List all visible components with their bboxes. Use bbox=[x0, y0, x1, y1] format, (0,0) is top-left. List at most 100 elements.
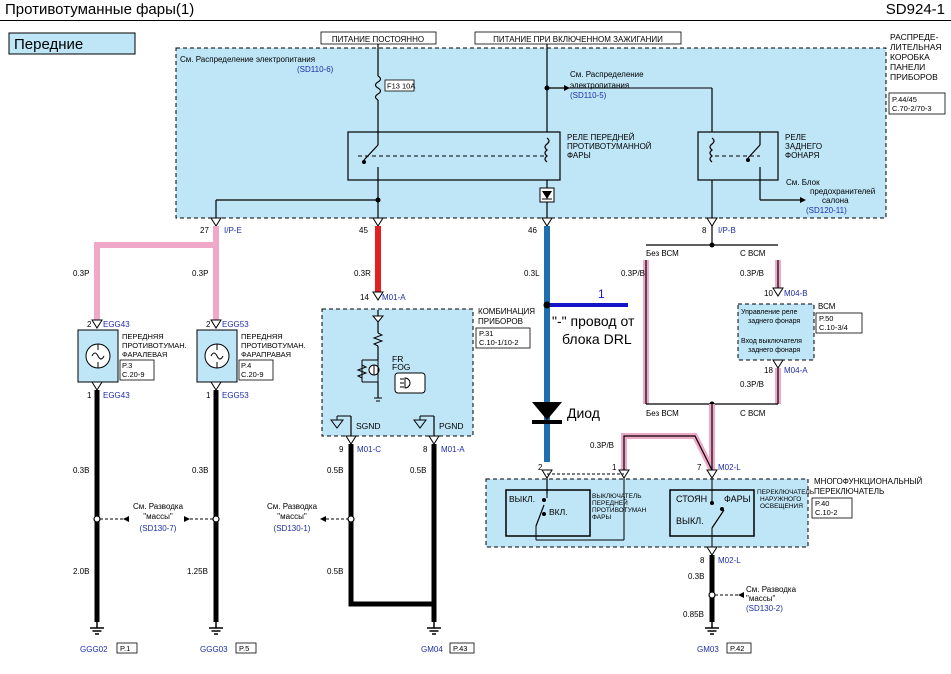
front-relay-label-1: РЕЛЕ ПЕРЕДНЕЙ bbox=[567, 133, 635, 142]
left-fog-lamp bbox=[77, 329, 119, 383]
bcm-module bbox=[737, 303, 815, 361]
light-sw-off: ВЫКЛ. bbox=[676, 516, 704, 526]
gnd-ggg02: GGG02 bbox=[80, 645, 108, 654]
wire-03p-a: 0.3P bbox=[73, 269, 89, 278]
wire-03b-a: 0.3B bbox=[73, 466, 89, 475]
svg-text:ОСВЕЩЕНИЯ: ОСВЕЩЕНИЯ bbox=[760, 503, 803, 510]
pin-e2b: 2 bbox=[206, 320, 211, 329]
see-power-b-code: (SD110-5) bbox=[570, 91, 607, 100]
pin-8b: 8 bbox=[423, 445, 428, 454]
cluster-pgnd: PGND bbox=[439, 421, 464, 431]
gnd-see-3: См. Разводка bbox=[267, 502, 318, 511]
wire-03pb-c: 0.3P/B bbox=[740, 380, 764, 389]
wire-05b-c: 0.5B bbox=[327, 567, 343, 576]
ip-box-ref1: P.44/45 bbox=[892, 95, 917, 104]
front-fog-switch bbox=[505, 489, 591, 537]
pin-9: 9 bbox=[339, 445, 344, 454]
gnd-gm03: GM03 bbox=[697, 645, 719, 654]
annot-num: 1 bbox=[598, 287, 605, 301]
pin-27: 27 bbox=[200, 226, 209, 235]
constant-power-label: ПИТАНИЕ ПОСТОЯННО bbox=[332, 35, 424, 44]
fuse-block-1: См. Блок bbox=[786, 178, 820, 187]
branch-no-bcm-top: Без ВСМ bbox=[646, 249, 679, 258]
header-bar: Противотуманные фары(1) SD924-1 bbox=[0, 0, 951, 21]
wire-20b: 2.0B bbox=[73, 567, 89, 576]
wire-03p-b: 0.3P bbox=[192, 269, 208, 278]
svg-text:ПЕРЕДНЕЙ: ПЕРЕДНЕЙ bbox=[592, 498, 628, 507]
pin-45: 45 bbox=[359, 226, 368, 235]
pin-e2a: 2 bbox=[87, 320, 92, 329]
section-label: Передние bbox=[14, 36, 83, 53]
wire-03b-c: 0.3B bbox=[688, 572, 704, 581]
right-lamp-name-2: ПРОТИВОТУМАН. bbox=[241, 341, 306, 350]
wire-03pb-b: 0.3P/B bbox=[740, 269, 764, 278]
fuse-icon bbox=[374, 75, 382, 101]
bcm-in-1: Вход выключателя bbox=[741, 338, 802, 345]
cluster-name-2: ПРИБОРОВ bbox=[478, 317, 523, 326]
fuse-block-code: (SD120-11) bbox=[806, 206, 847, 215]
gnd-see-6: "массы" bbox=[746, 594, 776, 603]
instrument-cluster bbox=[321, 308, 474, 437]
ground-icon bbox=[89, 621, 105, 635]
resistor-icon bbox=[372, 332, 384, 347]
fuse-block-3: салона bbox=[822, 196, 849, 205]
multi-name-2: ПЕРЕКЛЮЧАТЕЛЬ bbox=[814, 487, 884, 496]
conn-egg53-b: EGG53 bbox=[222, 391, 249, 400]
multi-ref1: P.40 bbox=[815, 499, 829, 508]
svg-text:ПЕРЕКЛЮЧАТЕЛЬ: ПЕРЕКЛЮЧАТЕЛЬ bbox=[757, 489, 814, 496]
wire-03r: 0.3R bbox=[354, 269, 371, 278]
front-relay-label-3: ФАРЫ bbox=[567, 151, 591, 160]
right-lamp-ref2: С.20-9 bbox=[241, 370, 264, 379]
cluster-fr: FR bbox=[392, 354, 403, 364]
bcm-ref2: С.10-3/4 bbox=[819, 323, 848, 332]
conn-egg53-a: EGG53 bbox=[222, 320, 249, 329]
cluster-sgnd: SGND bbox=[356, 421, 381, 431]
pin-8c: 8 bbox=[700, 556, 705, 565]
ground-icon bbox=[704, 621, 720, 635]
wire-085b: 0.85B bbox=[683, 610, 704, 619]
conn-m04a: M04-A bbox=[784, 366, 808, 375]
gnd-code-2: (SD130-1) bbox=[274, 524, 311, 533]
ignition-power-label: ПИТАНИЕ ПРИ ВКЛЮЧЕННОМ ЗАЖИГАНИИ bbox=[493, 35, 663, 44]
wire-03b-b: 0.3B bbox=[192, 466, 208, 475]
wire-03l: 0.3L bbox=[524, 269, 540, 278]
svg-text:КОРОБКА: КОРОБКА bbox=[890, 52, 930, 62]
left-lamp-ref1: P.3 bbox=[122, 361, 132, 370]
pin-1: 1 bbox=[612, 463, 617, 472]
multi-ref2: С.10-2 bbox=[815, 508, 838, 517]
conn-m01a: M01-A bbox=[382, 293, 406, 302]
ip-junction-box bbox=[175, 47, 887, 219]
svg-text:ПРОТИВОТУМАН: ПРОТИВОТУМАН bbox=[592, 507, 647, 514]
fog-sw-off: ВЫКЛ. bbox=[509, 494, 535, 504]
svg-text:ЛИТЕЛЬНАЯ: ЛИТЕЛЬНАЯ bbox=[890, 42, 942, 52]
branch-no-bcm-bot: Без ВСМ bbox=[646, 409, 679, 418]
pin-e1a: 1 bbox=[87, 391, 92, 400]
conn-m01a-2: M01-A bbox=[441, 445, 465, 454]
bcm-ref1: P.50 bbox=[819, 314, 833, 323]
left-lamp-name-1: ПЕРЕДНЯЯ bbox=[122, 332, 164, 341]
see-power-a-code: (SD110-6) bbox=[297, 65, 334, 74]
bcm-ctrl-2: заднего фонаря bbox=[748, 318, 800, 325]
ground-icon bbox=[426, 621, 442, 635]
gnd-ggg03: GGG03 bbox=[200, 645, 228, 654]
gnd-gm04-ref: P.43 bbox=[453, 644, 467, 653]
cluster-fog: FOG bbox=[392, 362, 410, 372]
wire-03pb-d: 0.3P/B bbox=[590, 441, 614, 450]
wire-05b-b: 0.5B bbox=[410, 466, 426, 475]
gnd-gm03-ref: P.42 bbox=[730, 644, 744, 653]
gnd-ggg02-ref: P.1 bbox=[120, 644, 130, 653]
left-lamp-ref2: С.20-9 bbox=[122, 370, 145, 379]
annot-diode: Диод bbox=[567, 405, 600, 421]
pin-e1b: 1 bbox=[206, 391, 211, 400]
rear-relay-label-1: РЕЛЕ bbox=[785, 133, 806, 142]
svg-text:РАСПРЕДЕ-: РАСПРЕДЕ- bbox=[890, 32, 939, 42]
bcm-name: ВСМ bbox=[818, 302, 836, 311]
fog-sw-on: ВКЛ. bbox=[549, 507, 568, 517]
relay-coil-icon bbox=[544, 137, 550, 163]
conn-ipb: I/P-B bbox=[718, 226, 736, 235]
right-lamp-name-1: ПЕРЕДНЯЯ bbox=[241, 332, 283, 341]
multi-name-1: МНОГОФУНКЦИОНАЛЬНЫЙ bbox=[814, 477, 923, 486]
svg-text:ПРИБОРОВ: ПРИБОРОВ bbox=[890, 72, 938, 82]
pin-10: 10 bbox=[764, 289, 773, 298]
see-power-a: См. Распределение электропитания bbox=[180, 55, 315, 64]
